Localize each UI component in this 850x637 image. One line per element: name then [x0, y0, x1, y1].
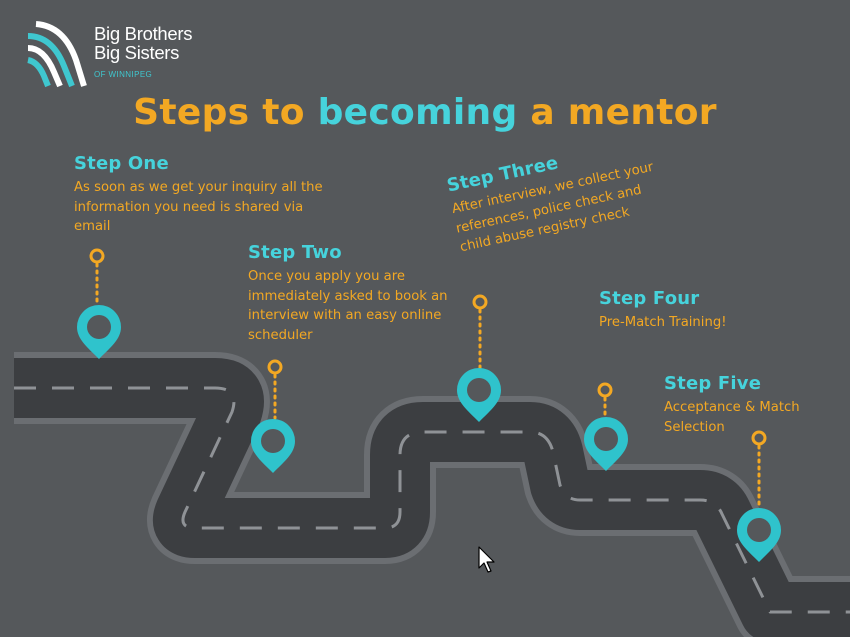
- step-heading: Step Five: [664, 373, 762, 394]
- step-description: Acceptance & Match Selection: [664, 400, 800, 435]
- step-heading: Step Four: [599, 288, 700, 309]
- title-part-2: becoming: [317, 92, 518, 133]
- brand-line-1: Big Brothers: [94, 23, 193, 44]
- lane-markings: [14, 386, 850, 614]
- page-title: Steps to becoming a mentor: [0, 92, 850, 133]
- step-two: Step Two Once you apply you are immediat…: [248, 242, 448, 345]
- title-part-3: a mentor: [517, 92, 717, 133]
- step-description: Pre-Match Training!: [599, 315, 727, 330]
- brand-name: Big Brothers Big Sisters: [94, 23, 193, 63]
- brand-logo: Big Brothers Big Sisters OF WINNIPEG: [24, 20, 224, 90]
- step-description: As soon as we get your inquiry all the i…: [74, 180, 323, 234]
- step-four: Step Four Pre-Match Training!: [599, 288, 819, 333]
- small-pin-icon: [89, 248, 767, 446]
- brand-line-2: Big Sisters: [94, 42, 180, 63]
- step-five: Step Five Acceptance & Match Selection: [664, 373, 844, 437]
- brand-location: OF WINNIPEG: [94, 70, 153, 79]
- step-heading: Step Two: [248, 242, 342, 263]
- title-part-1: Steps to: [133, 92, 318, 133]
- mouse-cursor-icon: [478, 546, 495, 573]
- step-heading: Step One: [74, 153, 169, 174]
- pin-connectors: [95, 262, 761, 510]
- step-one: Step One As soon as we get your inquiry …: [74, 153, 334, 237]
- step-description: Once you apply you are immediately asked…: [248, 269, 448, 343]
- bbbs-arcs-logo-icon: [27, 21, 87, 88]
